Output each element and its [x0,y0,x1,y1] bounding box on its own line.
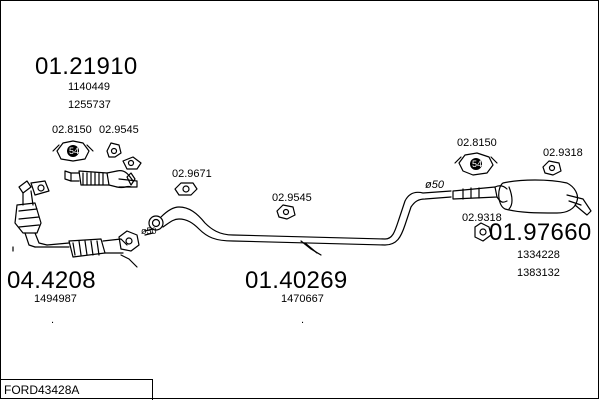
part-number-rear: 01.97660 [489,219,592,246]
front-pipe-top-drawing [64,170,138,189]
hanger-bracket-top-drawing [122,156,142,170]
document-code: FORD43428A [4,383,80,397]
ref-rear-2: 1383132 [517,267,560,279]
clamp-54-label-right: 54 [472,159,483,169]
accessory-02-9545-middle: 02.9545 [272,192,312,204]
clamp-02-8150-left-drawing [52,140,94,162]
accessory-02-9318-upper: 02.9318 [543,147,583,159]
accessory-02-9671: 02.9671 [172,168,212,180]
hanger-02-9318-lower-drawing [474,222,492,242]
document-code-box: FORD43428A [1,379,153,400]
ref-front-pipe-1: 1494987 [34,293,77,305]
accessory-02-9318-lower: 02.9318 [462,212,502,224]
part-number-middle: 01.40269 [245,267,348,294]
part-number-front-top: 01.21910 [35,53,138,80]
dot-front-pipe: . [51,314,55,326]
clamp-02-8150-right-drawing [454,152,498,176]
accessory-02-8150-left: 02.8150 [52,124,92,136]
dot-middle: . [301,314,305,326]
clamp-54-label-left: 54 [69,146,80,156]
rear-silencer-drawing [452,179,592,216]
hanger-02-9318-upper-drawing [542,160,562,176]
middle-pipe-drawing [144,190,452,256]
gasket-02-9545-middle-drawing [276,204,296,220]
diameter-label-small: ø50 [141,226,157,236]
ref-front-top-1: 1140449 [68,81,111,93]
diameter-label: ø50 [425,179,444,191]
gasket-02-9545-left-drawing [106,142,122,158]
part-number-front-pipe: 04.4208 [7,267,96,294]
gasket-02-9671-drawing [174,182,198,196]
ref-front-top-2: 1255737 [68,99,111,111]
exhaust-system-drawing [12,140,592,268]
accessory-02-8150-right: 02.8150 [457,137,497,149]
accessory-02-9545-left: 02.9545 [99,124,139,136]
front-pipe-left-drawing [12,180,140,268]
ref-middle-1: 1470667 [281,293,324,305]
ref-rear-1: 1334228 [517,249,560,261]
